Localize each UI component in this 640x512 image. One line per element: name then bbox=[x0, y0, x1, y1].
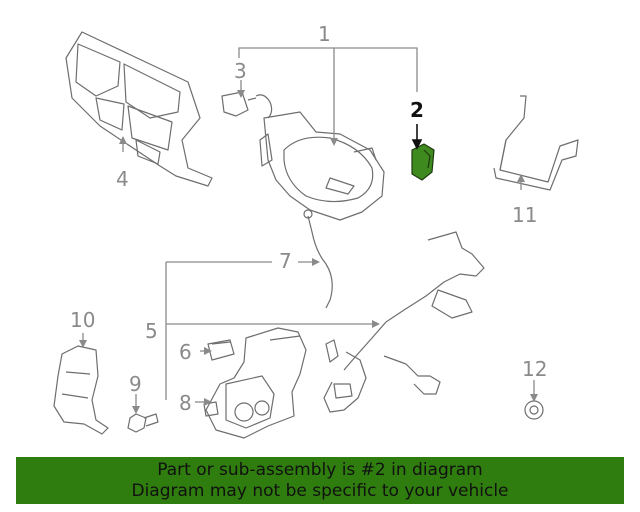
part-2-switch bbox=[411, 143, 435, 181]
callout-1: 1 bbox=[318, 22, 331, 46]
part-10-cover bbox=[53, 345, 109, 435]
part-3-sensor bbox=[221, 91, 273, 119]
callout-10: 10 bbox=[70, 308, 96, 332]
callout-6: 6 bbox=[179, 340, 192, 364]
part-8-actuator bbox=[203, 327, 307, 439]
callout-2: 2 bbox=[410, 98, 424, 122]
callout-3: 3 bbox=[234, 59, 247, 83]
highlight-leader bbox=[411, 124, 423, 150]
part-9-bolt bbox=[127, 413, 159, 433]
part-4-trim-frame bbox=[65, 31, 213, 187]
callout-11: 11 bbox=[512, 203, 538, 227]
callout-5: 5 bbox=[145, 319, 158, 343]
part-11-bracket bbox=[493, 95, 579, 191]
callout-4: 4 bbox=[116, 167, 129, 191]
part-5-harness bbox=[323, 231, 485, 413]
part-1-lock-assembly bbox=[259, 111, 385, 221]
banner-line-1: Part or sub-assembly is #2 in diagram bbox=[157, 460, 483, 480]
part-12-grommet bbox=[524, 400, 544, 420]
part-7-cable bbox=[303, 209, 333, 309]
arrow-heads bbox=[79, 90, 538, 414]
callout-7: 7 bbox=[279, 249, 292, 273]
callout-8: 8 bbox=[179, 391, 192, 415]
part-6-connector bbox=[207, 339, 235, 361]
leader-lines bbox=[82, 47, 535, 410]
callout-9: 9 bbox=[129, 372, 142, 396]
info-banner: Part or sub-assembly is #2 in diagram Di… bbox=[16, 457, 624, 504]
callout-12: 12 bbox=[522, 357, 548, 381]
banner-line-2: Diagram may not be specific to your vehi… bbox=[131, 481, 509, 501]
